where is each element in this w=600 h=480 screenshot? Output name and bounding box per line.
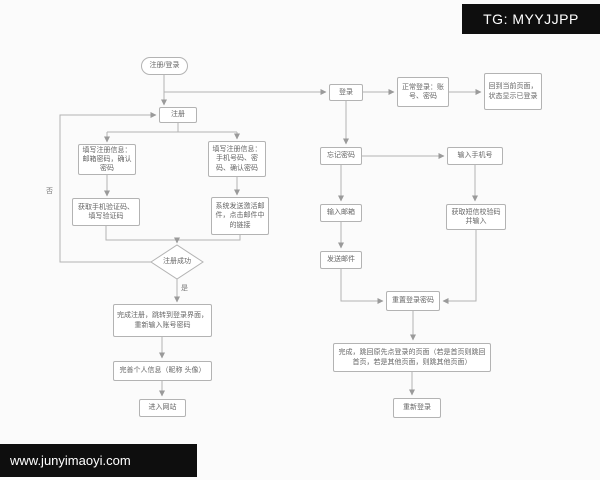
node-register-success-decision: 注册成功 <box>163 258 191 266</box>
node-send-email: 发送邮件 <box>320 251 362 269</box>
node-complete-profile: 完善个人信息（昵称 头像） <box>113 361 212 381</box>
node-done-return: 完成，跳回原先点登录的页面（若是首页则跳回首页，若是其他页面，则跳其他页面） <box>333 343 491 372</box>
node-forgot-password: 忘记密码 <box>320 147 362 165</box>
node-fill-email-info: 填写注册信息：邮箱密码，确认密码 <box>78 144 136 175</box>
node-back-to-page: 回到当前页面，状态显示已登录 <box>484 73 542 110</box>
site-watermark-bar: www.junyimaoyi.com <box>0 444 197 477</box>
node-input-phone: 输入手机号 <box>447 147 503 165</box>
node-login: 登录 <box>329 84 363 101</box>
node-get-sms-code: 获取手机验证码、填写验证码 <box>72 198 140 226</box>
node-activation-email: 系统发送激活邮件，点击邮件中的链接 <box>211 197 269 235</box>
node-complete-register: 完成注册，跳转到登录界面，重新输入账号密码 <box>113 304 212 337</box>
edge-label-yes: 是 <box>181 285 188 292</box>
edge-label-no: 否 <box>46 188 53 195</box>
node-relogin: 重新登录 <box>393 398 441 418</box>
node-fill-phone-info: 填写注册信息：手机号码、密码、确认密码 <box>208 141 266 177</box>
tg-watermark-badge: TG: MYYJJPP <box>462 4 600 34</box>
node-get-sms-verify-code: 获取短信校验码并输入 <box>446 204 506 230</box>
node-reset-password: 重置登录密码 <box>386 291 440 311</box>
node-enter-site: 进入网站 <box>139 399 186 417</box>
node-normal-login: 正常登录：账号、密码 <box>397 77 449 107</box>
node-start: 注册/登录 <box>141 57 188 75</box>
node-input-email: 输入邮箱 <box>320 204 362 222</box>
node-register: 注册 <box>159 107 197 123</box>
